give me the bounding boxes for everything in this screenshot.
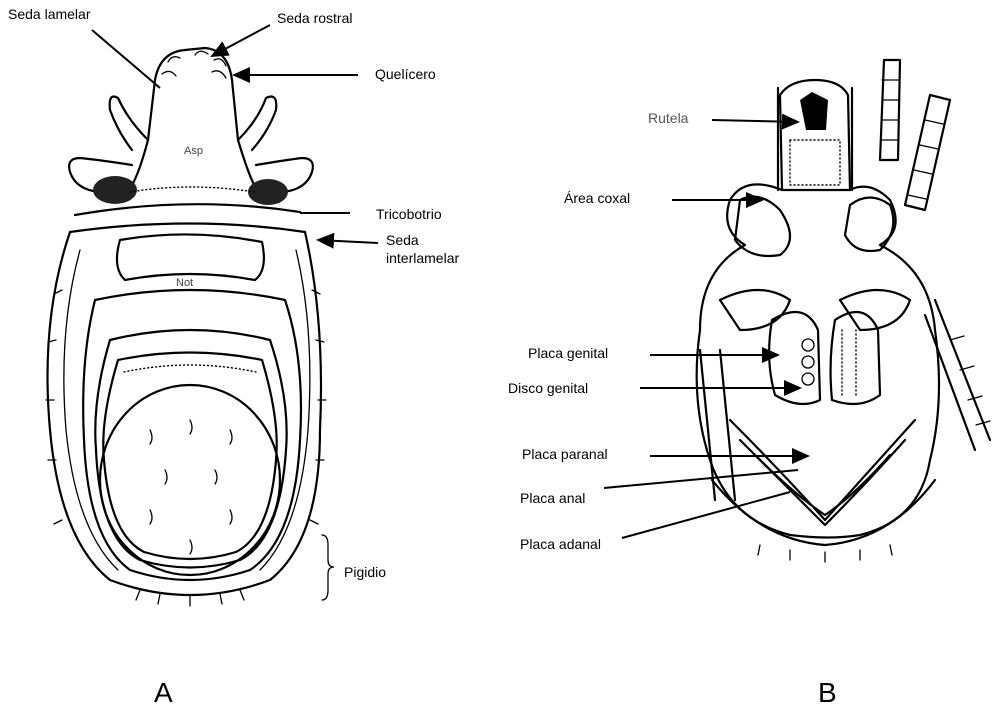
label-placa-adanal: Placa adanal <box>520 536 601 552</box>
label-seda-lamelar: Seda lamelar <box>8 6 91 22</box>
label-pigidio: Pigidio <box>344 564 386 580</box>
label-placa-paranal: Placa paranal <box>522 446 608 462</box>
label-quelicero: Quelícero <box>375 66 436 82</box>
panel-a-drawing <box>46 48 326 606</box>
label-tricobotrio: Tricobotrio <box>376 206 442 222</box>
panel-letter-b: B <box>818 678 837 708</box>
panel-b-drawing <box>697 60 990 562</box>
label-placa-genital: Placa genital <box>528 345 608 361</box>
panel-letter-a: A <box>154 678 173 708</box>
label-asp: Asp <box>184 145 203 157</box>
label-rutela: Rutela <box>648 110 688 126</box>
label-seda-rostral: Seda rostral <box>277 10 352 26</box>
label-placa-anal: Placa anal <box>520 490 585 506</box>
label-not: Not <box>176 277 193 289</box>
label-seda-interlamelar-line1: Seda <box>386 232 419 248</box>
label-area-coxal: Área coxal <box>564 190 630 206</box>
label-seda-interlamelar-line2: interlamelar <box>386 250 459 266</box>
label-disco-genital: Disco genital <box>508 380 588 396</box>
